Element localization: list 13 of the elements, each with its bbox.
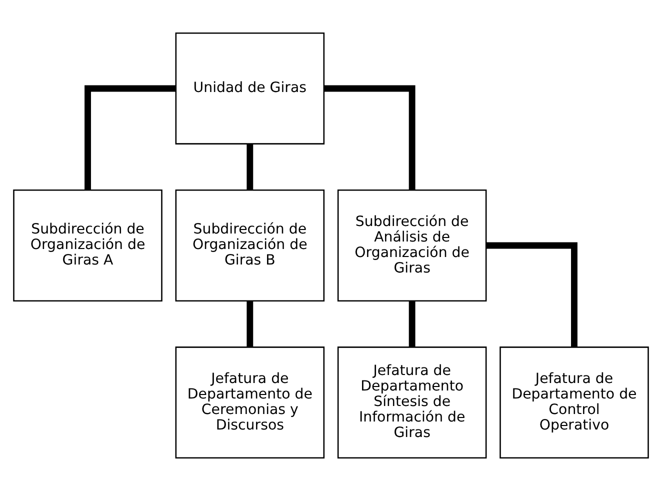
- node-box: Subdirección de Análisis de Organización de Giras: [337, 190, 487, 302]
- connector: [486, 242, 578, 348]
- connector: [246, 144, 254, 190]
- node-box: Jefatura de Departamento Síntesis de Información de Giras: [337, 346, 487, 458]
- connector: [246, 300, 254, 348]
- node-box: Subdirección de Organización de Giras A: [13, 190, 162, 302]
- node-box: Jefatura de Departamento de Control Operativo: [500, 346, 649, 458]
- node-box: Jefatura de Departamento de Ceremonias y Discursos: [175, 346, 325, 458]
- node-box: Subdirección de Organización de Giras B: [175, 190, 325, 302]
- connector: [84, 85, 176, 190]
- node-box: Unidad de Giras: [175, 32, 325, 144]
- connector: [324, 85, 416, 190]
- connector: [408, 300, 416, 348]
